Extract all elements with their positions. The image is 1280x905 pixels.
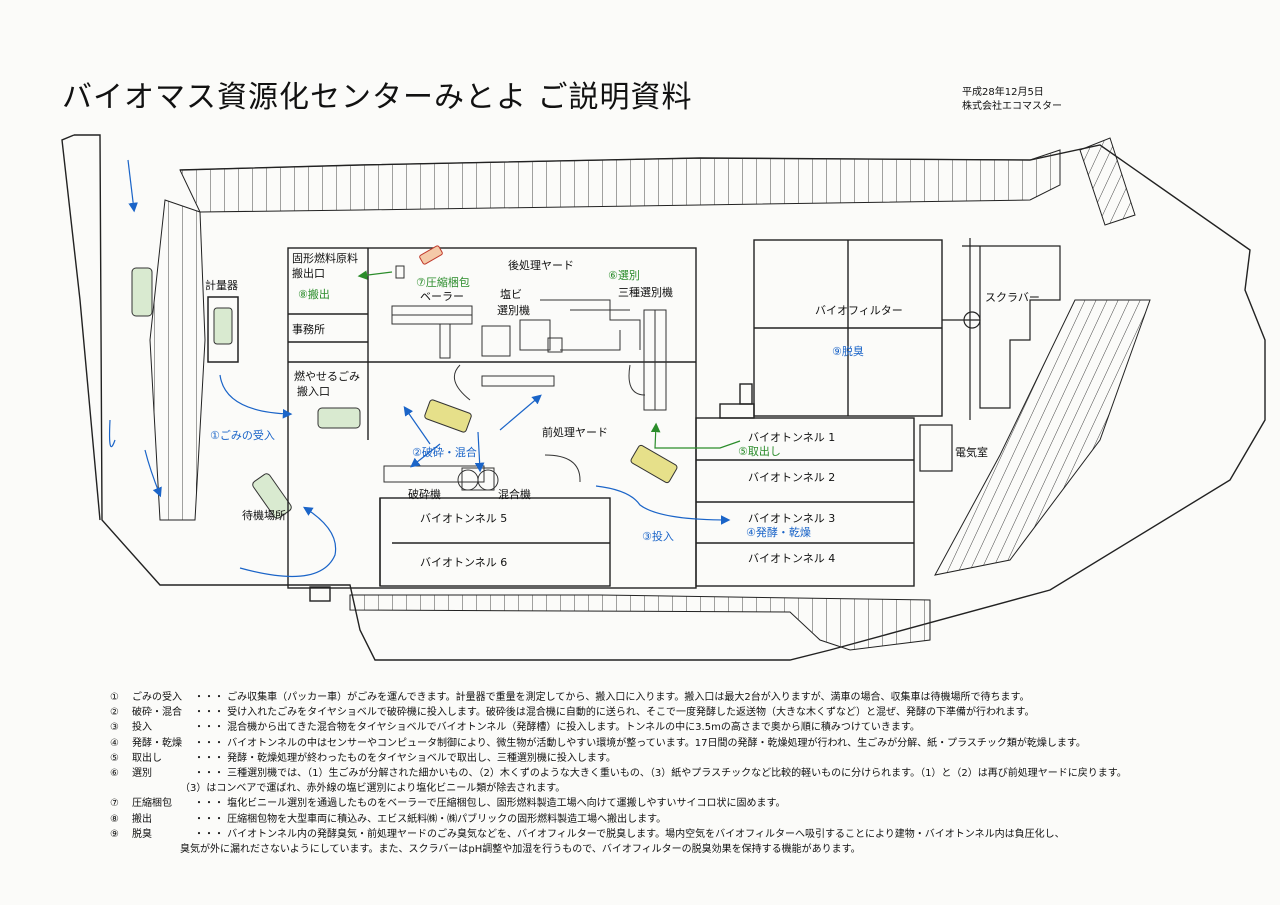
- weighbridge: 計量器: [205, 278, 239, 363]
- step-6-label: ⑥選別: [608, 269, 640, 282]
- label-keiryouki: 計量器: [205, 278, 238, 292]
- document-date: 平成28年12月5日: [962, 87, 1044, 98]
- label-burnable-1: 燃やせるごみ: [294, 369, 360, 383]
- sorting-machinery: [383, 299, 667, 491]
- label-office: 事務所: [292, 322, 325, 336]
- label-solid-fuel-1: 固形燃料原料: [292, 251, 358, 265]
- forklift-icon: [419, 245, 443, 265]
- wheel-loader-icon: [630, 444, 678, 484]
- label-tunnel-5: バイオトンネル 5: [420, 512, 507, 525]
- truck-icon: [252, 473, 292, 519]
- step-8-label: ⑧搬出: [298, 287, 330, 301]
- label-pvc-1: 塩ビ: [500, 287, 522, 301]
- label-solid-fuel-2: 搬出口: [292, 266, 325, 280]
- label-pre-yard: 前処理ヤード: [542, 425, 608, 439]
- label-baler: ベーラー: [420, 290, 464, 303]
- label-crusher: 破砕機: [408, 487, 441, 501]
- label-three-sorter: 三種選別機: [618, 285, 673, 299]
- label-tunnel-2: バイオトンネル 2: [748, 471, 835, 484]
- label-pvc-2: 選別機: [497, 303, 530, 317]
- label-burnable-2: 搬入口: [297, 384, 330, 398]
- document-title: バイオマス資源化センターみとよ ご説明資料: [62, 80, 693, 115]
- step-4-label: ④発酵・乾燥: [746, 525, 811, 539]
- label-tunnel-6: バイオトンネル 6: [420, 556, 507, 569]
- biofilter: [719, 239, 943, 419]
- label-mixer: 混合機: [498, 487, 531, 501]
- label-tunnel-4: バイオトンネル 4: [748, 552, 835, 565]
- legend-item-6-continuation: （3）はコンベアで運ばれ、赤外線の塩ビ選別により塩化ビニール類が除去されます。: [180, 783, 566, 795]
- label-tunnel-3: バイオトンネル 3: [748, 512, 835, 525]
- step-2-label: ②破砕・混合: [412, 445, 477, 459]
- document-company: 株式会社エコマスター: [962, 101, 1062, 112]
- step-7-label: ⑦圧縮梱包: [416, 275, 470, 289]
- label-biofilter: バイオフィルター: [815, 304, 903, 317]
- step-5-label: ⑤取出し: [738, 444, 781, 458]
- legend-item-9-continuation: 臭気が外に漏れださないようにしています。また、スクラバーはpH調整や加湿を行うも…: [180, 844, 861, 856]
- label-tunnel-1: バイオトンネル 1: [748, 431, 835, 444]
- scrubber: [919, 238, 1061, 472]
- label-post-yard: 後処理ヤード: [508, 258, 574, 272]
- bio-tunnels: [695, 417, 915, 587]
- parking-strips: [149, 137, 1151, 651]
- document-meta: 平成28年12月5日 株式会社エコマスター: [962, 86, 1062, 114]
- step-9-label: ⑨脱臭: [832, 344, 864, 358]
- truck-icon: [317, 407, 361, 429]
- truck-icon: [131, 267, 153, 317]
- bale-icon: [395, 265, 405, 279]
- flow-arrows: [108, 159, 741, 578]
- step-3-label: ③投入: [642, 529, 674, 543]
- wheel-loader-icon: [424, 399, 472, 433]
- step-1-label: ①ごみの受入: [210, 428, 275, 442]
- site-plan: 計量器 固形燃料原料 搬出口 事務所 燃やせるごみ 搬入口 後処理ヤード ベーラ…: [61, 134, 1266, 661]
- label-electric-room: 電気室: [955, 445, 988, 459]
- label-waiting: 待機場所: [242, 508, 286, 522]
- label-scrubber: スクラバー: [985, 291, 1040, 304]
